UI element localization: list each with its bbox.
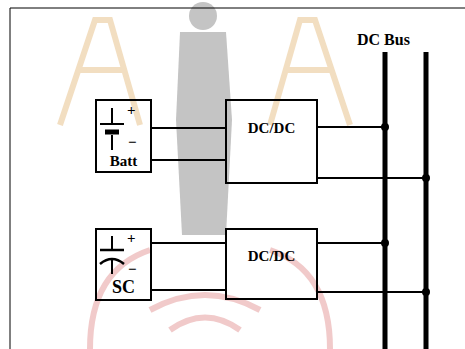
junction-dots xyxy=(381,123,430,296)
capacitor-symbol xyxy=(100,236,124,274)
battery-plate xyxy=(105,130,119,135)
junction-dot xyxy=(381,123,389,131)
wire xyxy=(152,289,225,291)
polarity-sign: − xyxy=(128,135,137,150)
wire xyxy=(152,127,225,129)
capacitor-plate xyxy=(100,249,124,252)
polarity-sign: − xyxy=(128,262,137,277)
box-label: Batt xyxy=(97,153,150,170)
dc-bus-bar xyxy=(385,52,426,349)
junction-dot xyxy=(381,239,389,247)
bus-wire xyxy=(318,127,426,292)
capacitor-lead xyxy=(111,236,113,274)
box-label: SC xyxy=(97,278,150,298)
battery-lead xyxy=(111,108,113,150)
frame-line xyxy=(10,8,465,349)
converter-box: DC/DC xyxy=(225,228,318,300)
capacitor-curved-plate xyxy=(100,259,124,264)
junction-dot xyxy=(422,174,430,182)
bus-label: DC Bus xyxy=(357,32,410,48)
watermark-figure xyxy=(176,2,232,235)
figure-body xyxy=(176,32,232,235)
figure-head xyxy=(189,2,217,30)
junction-dot xyxy=(422,288,430,296)
wire xyxy=(152,159,225,161)
supercapacitor-box: SC xyxy=(95,228,152,301)
polarity-sign: + xyxy=(127,103,136,118)
wire xyxy=(152,242,225,244)
box-label: DC/DC xyxy=(227,248,316,265)
converter-box: DC/DC xyxy=(225,99,318,184)
battery-box: Batt xyxy=(95,99,152,173)
battery-plate xyxy=(100,123,124,125)
box-label: DC/DC xyxy=(227,120,316,137)
polarity-sign: + xyxy=(127,231,136,246)
battery-symbol xyxy=(100,108,124,150)
watermark-logo xyxy=(60,20,350,349)
